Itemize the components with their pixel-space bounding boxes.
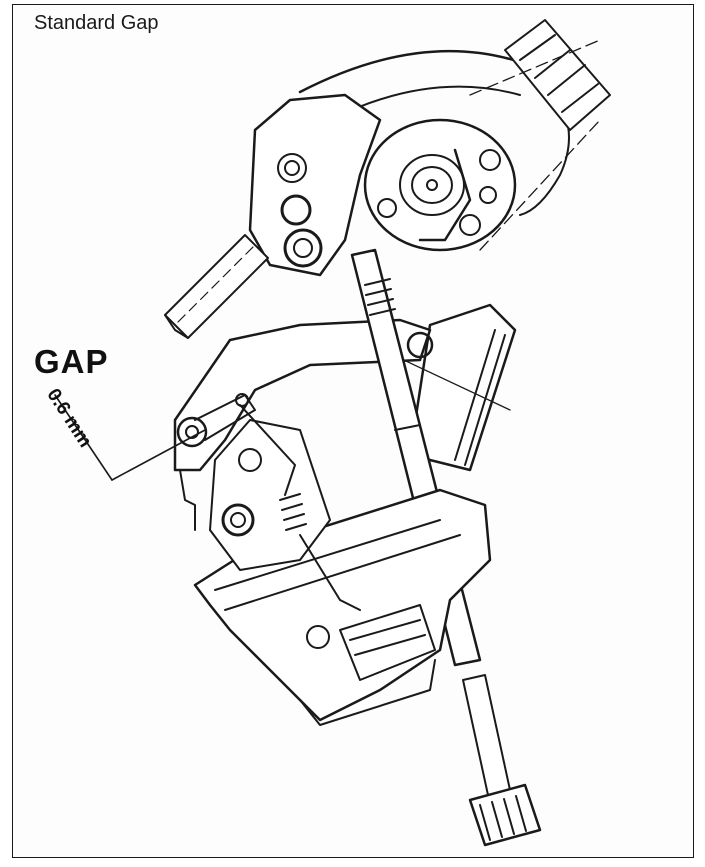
lower-rod-knob: [462, 674, 542, 847]
gap-label: GAP: [34, 343, 109, 380]
throttle-drum: [363, 118, 517, 252]
diagram-title: Standard Gap: [34, 12, 159, 34]
upper-bracket: [248, 93, 382, 277]
left-stud: [164, 234, 269, 339]
gap-lever: [173, 318, 432, 531]
middle-sub-body: [209, 404, 361, 611]
top-right-tube: [469, 19, 611, 251]
feeler-gauge-line: [54, 394, 206, 481]
